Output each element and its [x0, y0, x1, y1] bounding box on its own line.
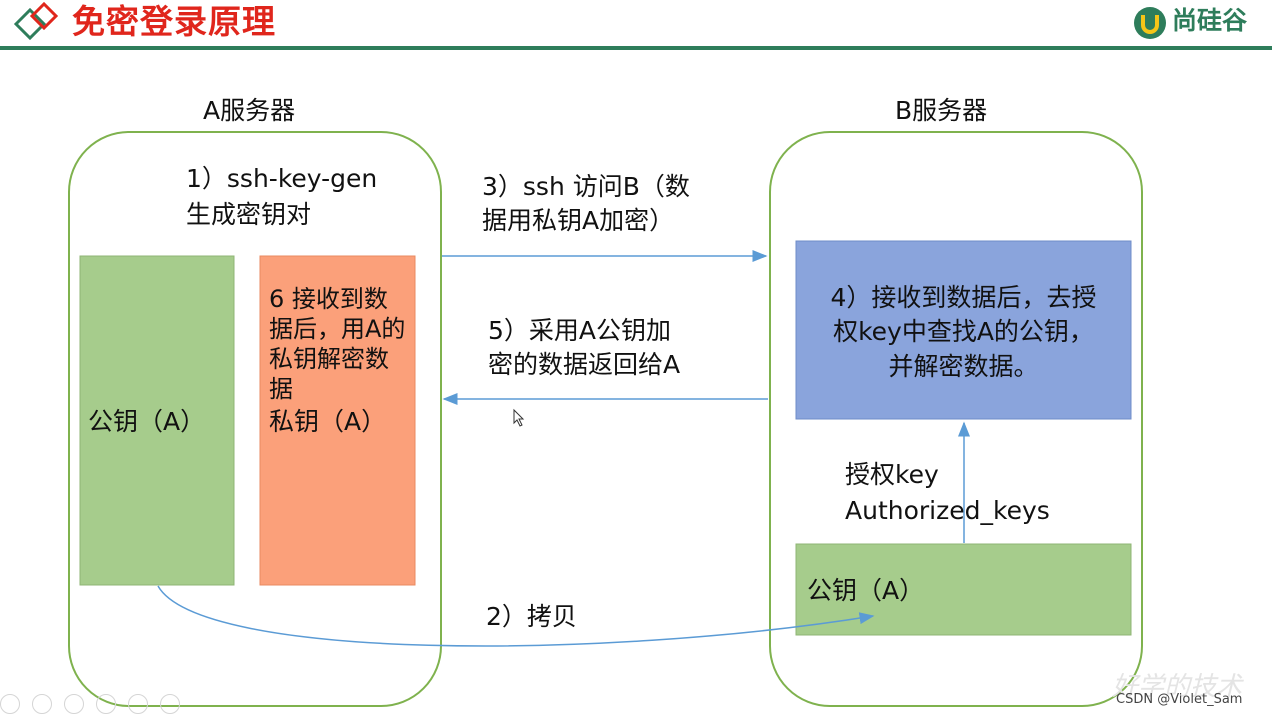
public-key-a-box [79, 255, 235, 586]
diamond-logo-icon [13, 2, 59, 41]
server-b-container [769, 131, 1143, 707]
public-key-a-label: 公钥（A） [88, 407, 206, 436]
step5-line2: 密的数据返回给A [488, 350, 681, 379]
header-bar [0, 0, 1272, 48]
watermark: CSDN @Violet_Sam [1116, 692, 1243, 707]
step3-line2: 据用私钥A加密） [482, 206, 675, 235]
authorized-keys-label: Authorized_keys [845, 496, 1050, 525]
next-icon[interactable] [32, 694, 52, 714]
more-icon[interactable] [160, 694, 180, 714]
step6-line1: 6 接收到数 [269, 285, 388, 313]
prev-icon[interactable] [0, 694, 20, 714]
page-title: 免密登录原理 [72, 2, 276, 41]
step6-line3: 私钥解密数 [269, 345, 389, 373]
u-logo-icon [1134, 7, 1166, 39]
public-key-b-label: 公钥（A） [807, 576, 925, 605]
step1-line1: 1）ssh-key-gen [186, 164, 378, 193]
step6-line2: 据后，用A的 [269, 315, 406, 343]
step4-box [795, 240, 1132, 420]
step4-line2: 权key中查找A的公钥， [833, 317, 1094, 346]
step3-line1: 3）ssh 访问B（数 [482, 172, 690, 201]
arrow-step2-copy [157, 585, 875, 647]
zoom-icon[interactable] [128, 694, 148, 714]
step2-label: 2）拷贝 [486, 602, 577, 631]
step6-line4: 据 [269, 375, 293, 403]
server-a-title: A服务器 [203, 96, 296, 125]
pen-icon[interactable] [64, 694, 84, 714]
header-divider [0, 46, 1272, 50]
server-b-title: B服务器 [895, 96, 988, 125]
step4-line1: 4）接收到数据后，去授 [830, 283, 1097, 312]
mouse-cursor-icon [513, 408, 525, 427]
private-key-a-box [259, 255, 416, 586]
server-a-container [68, 131, 442, 707]
brand-name: 尚硅谷 [1172, 6, 1248, 35]
step4-line3: 并解密数据。 [888, 352, 1039, 381]
slides-icon[interactable] [96, 694, 116, 714]
presentation-toolbar [0, 694, 192, 718]
watermark-script: 好学的技术 [1112, 672, 1243, 702]
private-key-a-label: 私钥（A） [269, 407, 387, 436]
step1-line2: 生成密钥对 [186, 200, 312, 229]
step5-line1: 5）采用A公钥加 [488, 316, 672, 345]
auth-key-label: 授权key [845, 460, 939, 489]
